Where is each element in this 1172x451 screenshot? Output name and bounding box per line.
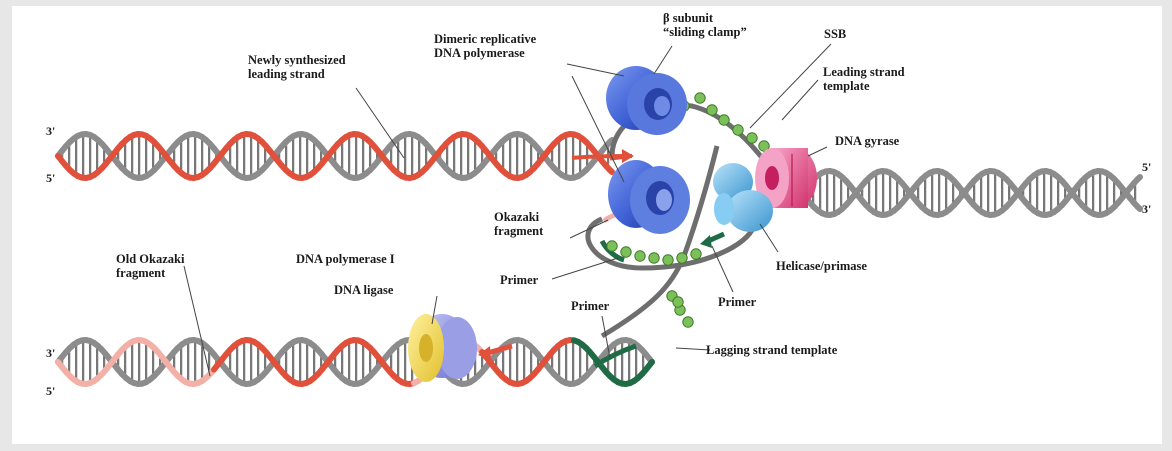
figure-sheet: Newly synthesized leading strand Dimeric… bbox=[12, 6, 1162, 444]
dna-polymerase-upper-ring bbox=[606, 66, 687, 135]
label-dna-ligase: DNA ligase bbox=[334, 283, 393, 297]
end-label-bottom-left-5: 5' bbox=[46, 384, 55, 399]
ssb-protein bbox=[747, 133, 757, 143]
label-dimeric-replicative-dna-polymerase: Dimeric replicative DNA polymerase bbox=[434, 32, 536, 60]
label-old-okazaki-fragment: Old Okazaki fragment bbox=[116, 252, 184, 280]
label-dna-polymerase-i: DNA polymerase I bbox=[296, 252, 395, 266]
label-lagging-strand-template: Lagging strand template bbox=[706, 343, 837, 357]
ssb-protein bbox=[635, 251, 645, 261]
label-leading-strand-template: Leading strand template bbox=[823, 65, 905, 93]
end-label-top-left-5: 5' bbox=[46, 171, 55, 186]
label-ssb: SSB bbox=[824, 27, 846, 41]
ssb-protein bbox=[663, 255, 673, 265]
label-beta-subunit-sliding-clamp: β subunit “sliding clamp” bbox=[663, 11, 747, 39]
ssb-protein bbox=[677, 253, 687, 263]
label-primer-upper: Primer bbox=[500, 273, 538, 287]
dna-replication-diagram bbox=[12, 6, 1162, 444]
backbone-strand-a bbox=[610, 170, 612, 172]
dna-ligase bbox=[408, 314, 444, 382]
end-label-top-left-3: 3' bbox=[46, 124, 55, 139]
backbone-strand-b bbox=[610, 140, 612, 142]
primer-right-arrowhead bbox=[700, 235, 712, 248]
ssb-protein bbox=[691, 249, 701, 259]
label-primer-right: Primer bbox=[718, 295, 756, 309]
label-okazaki-fragment: Okazaki fragment bbox=[494, 210, 543, 238]
end-label-bottom-left-3: 3' bbox=[46, 346, 55, 361]
ssb-protein bbox=[733, 125, 743, 135]
end-label-right-3: 3' bbox=[1142, 202, 1151, 217]
label-helicase-primase: Helicase/primase bbox=[776, 259, 867, 273]
parental-duplex bbox=[802, 171, 1140, 215]
ssb-protein bbox=[707, 105, 717, 115]
label-newly-synthesized-leading-strand: Newly synthesized leading strand bbox=[248, 53, 346, 81]
leading-strand-duplex bbox=[58, 134, 612, 178]
label-primer-lower: Primer bbox=[571, 299, 609, 313]
label-dna-gyrase: DNA gyrase bbox=[835, 134, 899, 148]
backbone-strand-a bbox=[1138, 207, 1140, 209]
ssb-protein bbox=[607, 241, 617, 251]
ssb-protein bbox=[695, 93, 705, 103]
ssb-protein bbox=[673, 297, 683, 307]
dna-polymerase-lower-ring bbox=[608, 160, 690, 234]
backbone-strand-b bbox=[1138, 177, 1140, 179]
end-label-right-5: 5' bbox=[1142, 160, 1151, 175]
ssb-protein bbox=[621, 247, 631, 257]
backbone-strand-a bbox=[650, 362, 652, 365]
ssb-protein bbox=[649, 253, 659, 263]
lagging-strand-duplex bbox=[58, 340, 652, 384]
ssb-protein bbox=[683, 317, 693, 327]
ssb-protein bbox=[719, 115, 729, 125]
